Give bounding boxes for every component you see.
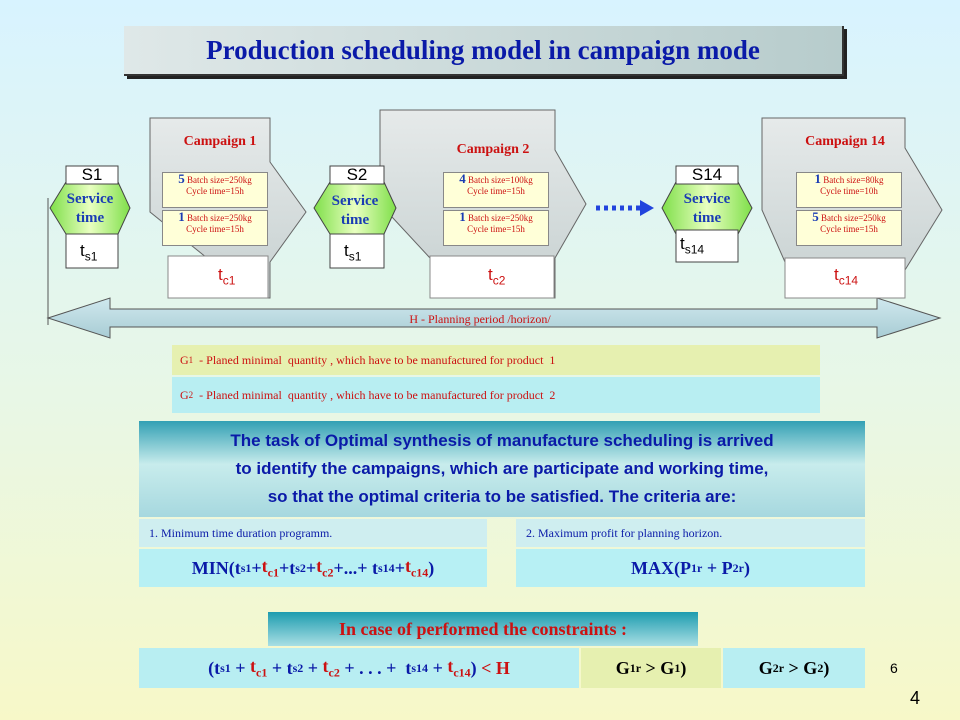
stage-label-s2: S2: [346, 165, 368, 184]
stage-time-box-s14: [675, 229, 739, 263]
page-number-large: 4: [910, 688, 921, 708]
stage-cap-s2: [329, 165, 385, 185]
stage-cap-s1: [65, 165, 119, 185]
constraints-heading: In case of performed the constraints :: [268, 612, 698, 646]
stage-label-s14: S14: [691, 165, 723, 184]
campaign-title-2: Campaign 2: [456, 142, 530, 157]
stage-time-s2: ts1: [344, 241, 362, 264]
campaign-time-2: tc2: [488, 265, 506, 288]
stage-label-s1: S1: [81, 165, 103, 184]
criterion-2-heading: 2. Maximum profit for planning horizon.: [516, 519, 865, 547]
campaign-title-14: Campaign 14: [805, 134, 885, 149]
horizon-label: H - Planning period /horizon/: [409, 312, 551, 326]
page-number-small: 6: [890, 660, 898, 676]
horizon-arrow: [46, 297, 942, 339]
campaign-time-14: tc14: [834, 265, 859, 288]
campaign-title-1: Campaign 1: [183, 134, 257, 149]
task-description: The task of Optimal synthesis of manufac…: [139, 421, 865, 517]
stage-time-box-s1: [65, 233, 119, 269]
campaign-time-box-1: [167, 255, 269, 299]
dotted-arrowhead: [640, 200, 654, 216]
campaign-time-box-14: [784, 257, 906, 299]
stage-time-box-s2: [329, 233, 385, 269]
campaign-time-box-2: [429, 255, 555, 299]
stage-time-s14: ts14: [680, 234, 705, 257]
stage-time-s1: ts1: [80, 241, 98, 264]
stage-cap-s14: [675, 165, 739, 185]
criterion-1-heading: 1. Minimum time duration programm.: [139, 519, 487, 547]
campaign-time-1: tc1: [218, 265, 236, 288]
page-title: Production scheduling model in campaign …: [124, 26, 844, 76]
